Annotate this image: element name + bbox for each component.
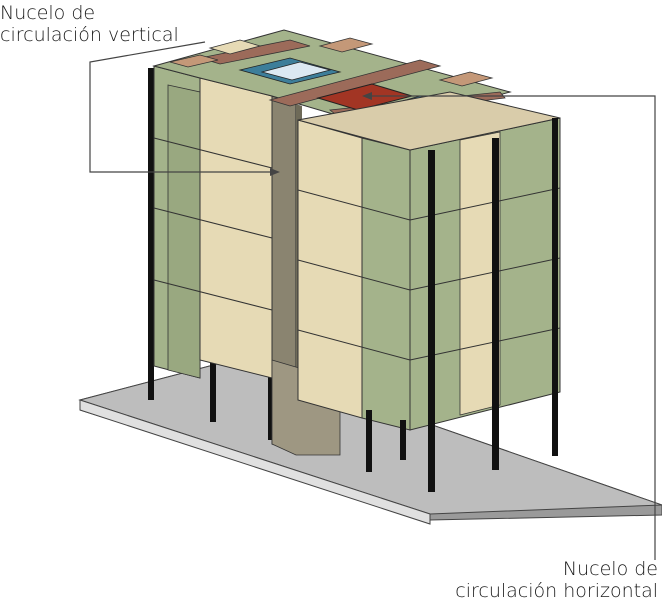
label-vertical-core: Nucelo de circulación vertical — [0, 2, 179, 46]
label-horizontal-line1: Nucelo de — [562, 558, 658, 580]
right-block — [297, 91, 561, 431]
left-columns — [148, 68, 274, 440]
label-vertical-line2: circulación vertical — [0, 24, 179, 46]
left-block — [153, 65, 273, 379]
leader-lines — [89, 41, 656, 560]
label-horizontal-line2: circulación horizontal — [455, 580, 658, 602]
right-columns — [366, 118, 558, 492]
label-vertical-line1: Nucelo de — [0, 2, 96, 24]
label-horizontal-core: Nucelo de circulación horizontal — [455, 558, 658, 602]
